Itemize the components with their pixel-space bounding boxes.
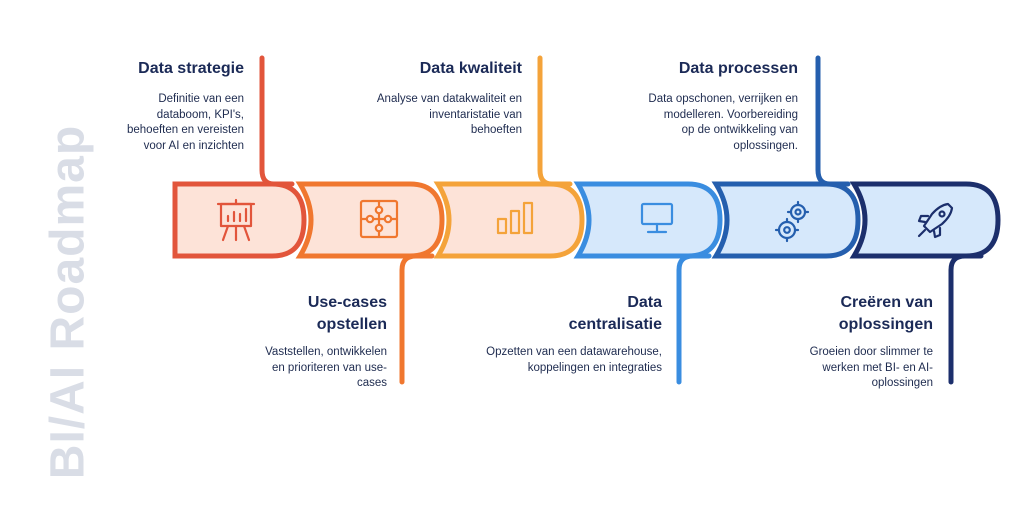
puzzle-icon bbox=[359, 199, 399, 239]
step-title-4: Data centralisatie bbox=[568, 294, 662, 333]
bar-chart-icon bbox=[496, 201, 534, 235]
connector-step-2 bbox=[399, 253, 435, 385]
step-title-6: Creëren van oplossingen bbox=[838, 294, 933, 333]
connector-step-1 bbox=[259, 55, 295, 187]
step-description-5: Data opschonen, verrijken en modelleren.… bbox=[648, 93, 798, 152]
step-description-3: Analyse van datakwaliteit en inventarist… bbox=[376, 93, 522, 136]
step-description-6: Groeien door slimmer te werken met BI- e… bbox=[809, 346, 933, 389]
gears-icon bbox=[774, 200, 810, 243]
step-description-1: Definitie van een databoom, KPI's, behoe… bbox=[126, 93, 244, 152]
step-shape-6 bbox=[849, 181, 1001, 259]
step-description-4: Opzetten van een datawarehouse, koppelin… bbox=[486, 346, 662, 374]
connector-step-5 bbox=[815, 55, 851, 187]
step-title-5: Data processen bbox=[678, 60, 798, 77]
step-description-2: Vaststellen, ontwikkelen en prioriteren … bbox=[265, 346, 387, 389]
connector-step-3 bbox=[537, 55, 573, 187]
step-title-3: Data kwaliteit bbox=[419, 60, 522, 77]
step-shape-4 bbox=[573, 181, 723, 259]
rocket-icon bbox=[917, 202, 954, 239]
step-title-1: Data strategie bbox=[138, 60, 244, 77]
presentation-chart-icon bbox=[216, 198, 256, 242]
monitor-icon bbox=[640, 202, 674, 234]
connector-step-4 bbox=[676, 253, 712, 385]
step-title-2: Use-cases opstellen bbox=[307, 294, 387, 333]
connector-step-6 bbox=[948, 253, 984, 385]
